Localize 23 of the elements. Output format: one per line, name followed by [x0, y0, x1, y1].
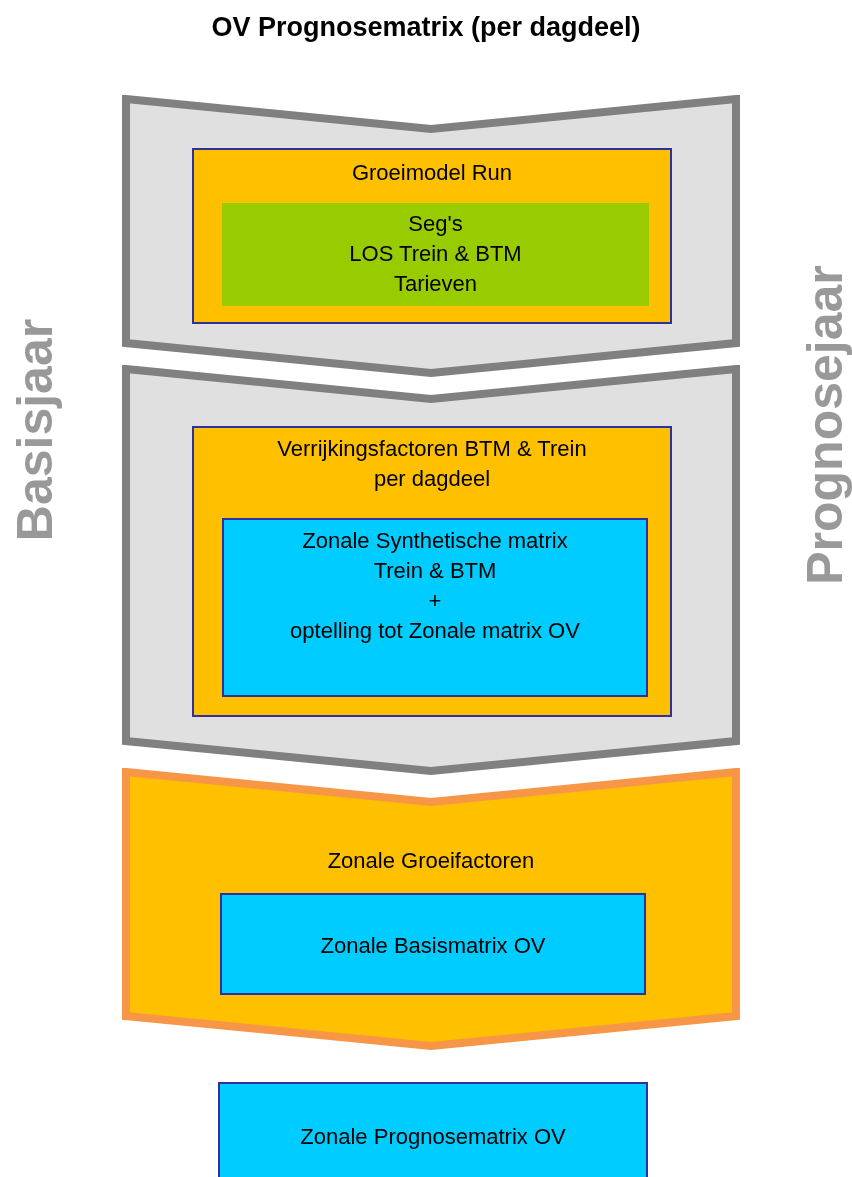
- box-text: +: [428, 587, 442, 615]
- box-text: Seg's: [408, 210, 463, 238]
- box-text: Zonale Groeifactoren: [327, 847, 535, 875]
- matrix-box: [218, 1082, 648, 1177]
- process-box: [192, 148, 672, 324]
- input-box: [222, 203, 649, 306]
- box-text: Tarieven: [393, 270, 478, 298]
- side-label: Basisjaar: [6, 318, 64, 542]
- chevron-band: [122, 365, 740, 775]
- matrix-box: [220, 893, 646, 995]
- box-text: LOS Trein & BTM: [349, 240, 522, 268]
- box-text: Zonale Prognosematrix OV: [300, 1123, 566, 1151]
- box-text: optelling tot Zonale matrix OV: [290, 617, 580, 645]
- chevron-band: [122, 95, 740, 377]
- diagram-title: OV Prognosematrix (per dagdeel): [211, 12, 641, 43]
- box-text: Zonale Synthetische matrix Trein & BTM: [301, 527, 569, 585]
- side-label: Prognosejaar: [796, 265, 852, 585]
- box-text: Groeimodel Run: [351, 159, 513, 187]
- process-box: [192, 426, 672, 717]
- box-text: Verrijkingsfactoren BTM & Trein per dagdeel: [276, 435, 588, 493]
- chevron-band: [122, 768, 740, 1050]
- box-text: Zonale Basismatrix OV: [320, 932, 546, 960]
- matrix-box: [222, 518, 648, 697]
